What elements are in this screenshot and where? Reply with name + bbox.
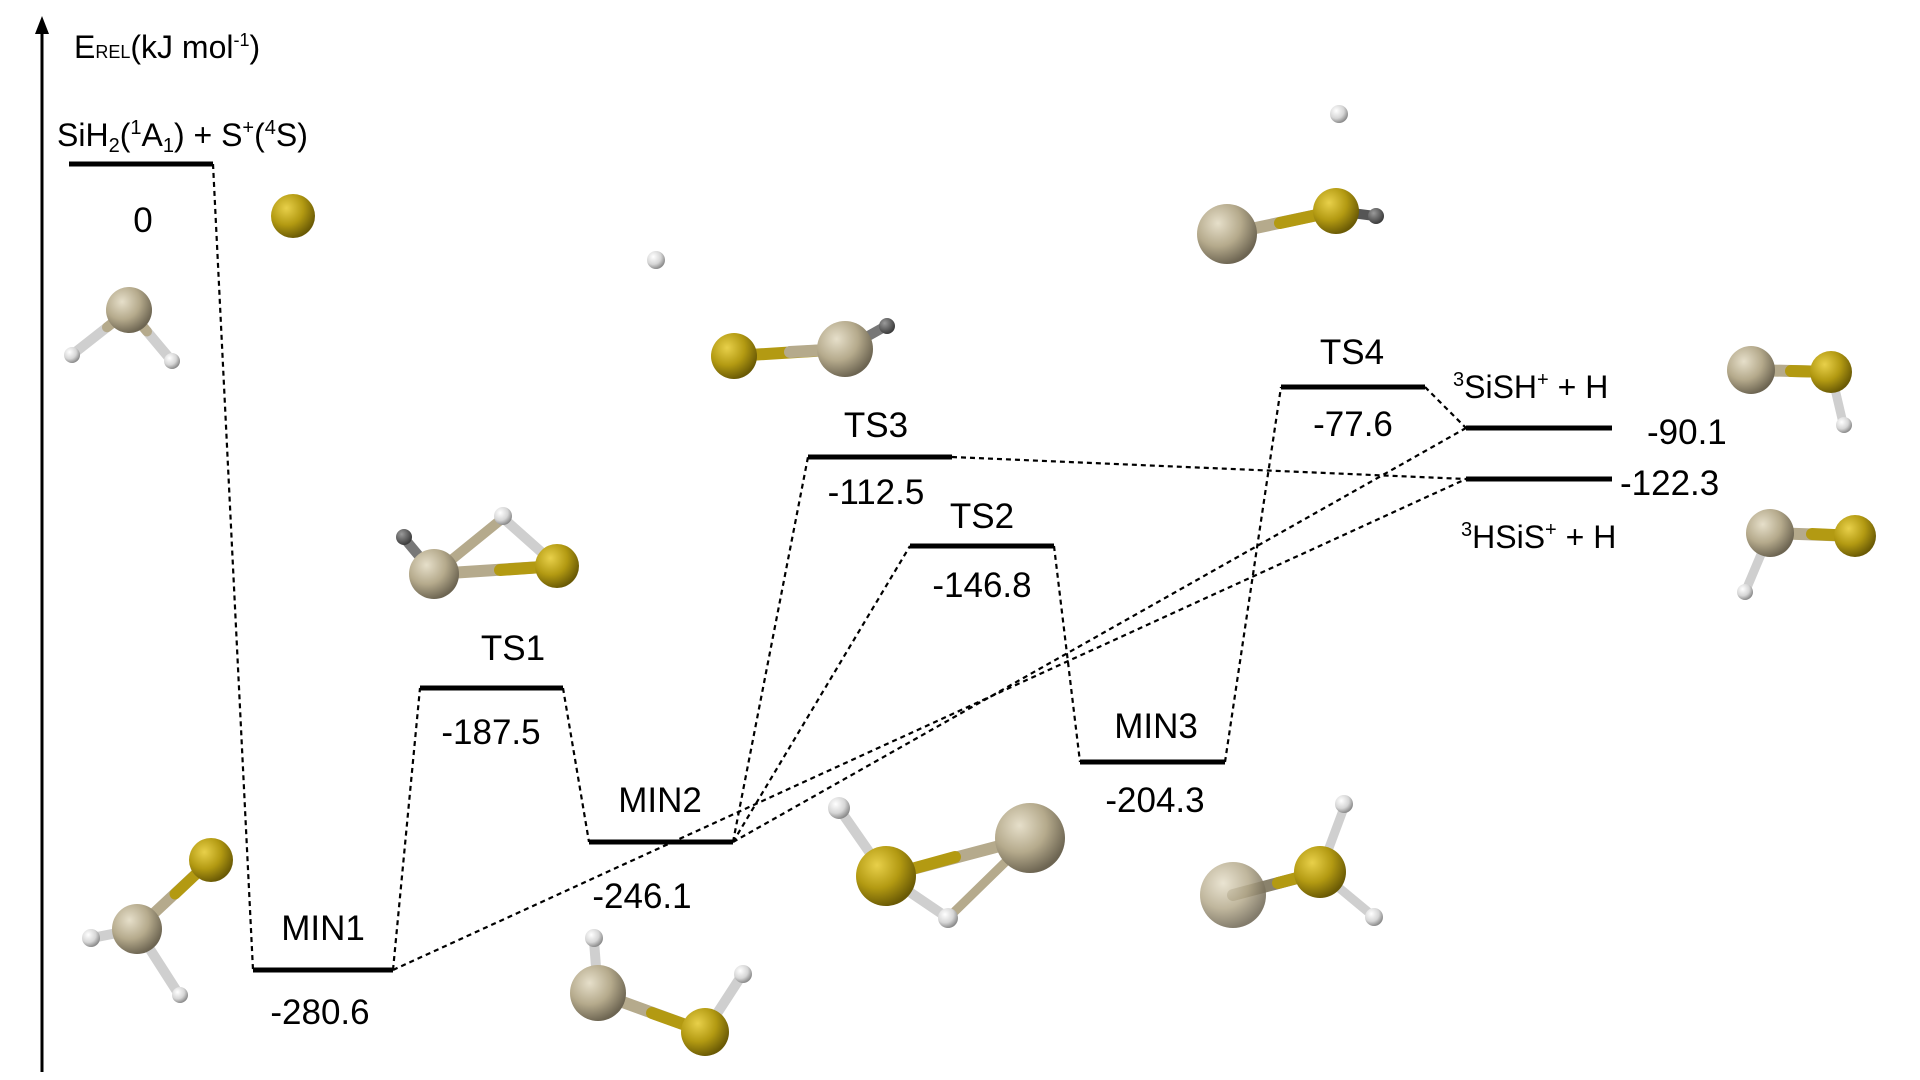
ts2-name: TS2 [950, 497, 1014, 536]
connector-min2-ts3 [731, 456, 810, 843]
ts3-energy: -112.5 [828, 473, 925, 512]
min2-bottom-model [570, 929, 752, 1056]
product-hsis-energy: -122.3 [1620, 464, 1719, 503]
connector-min1-ts1 [391, 687, 422, 971]
min2-model [647, 251, 665, 269]
min1-energy: -280.6 [270, 993, 369, 1032]
min2-name: MIN2 [618, 781, 702, 820]
connector-min3-ts4 [1223, 386, 1283, 763]
ts4-model [1197, 105, 1384, 264]
energy-axis [35, 16, 49, 1072]
ts1-model [396, 507, 579, 599]
ts3-model [711, 318, 895, 379]
reactants-energy: 0 [133, 201, 152, 240]
ts2-model [828, 797, 1065, 928]
min3-energy: -204.3 [1105, 781, 1204, 820]
connector-min2-ts2 [732, 545, 911, 843]
ts4-energy: -77.6 [1313, 405, 1393, 444]
min1-model [82, 838, 233, 1003]
reaction-path-connectors [211, 163, 1467, 972]
product-hsis-label: 3HSiS+ + H [1461, 519, 1616, 555]
reactants-label: SiH2(1A1) + S+(4S) [57, 117, 308, 157]
min1-name: MIN1 [281, 909, 365, 948]
connector-ts2-min3 [1052, 545, 1082, 763]
product-sish-model [1727, 346, 1852, 433]
reactant-sih2-model [64, 287, 180, 369]
product-sish-label: 3SiSH+ + H [1453, 369, 1608, 405]
min3-name: MIN3 [1114, 707, 1198, 746]
product-hsis-model [1737, 509, 1876, 600]
connector-ts4-sish [1424, 386, 1467, 429]
ts2-energy: -146.8 [932, 566, 1031, 605]
min3-model [1200, 795, 1383, 928]
energy-levels [69, 161, 1612, 973]
ts4-name: TS4 [1320, 333, 1384, 372]
ts1-name: TS1 [481, 629, 545, 668]
connector-min1-hsis [392, 477, 1467, 972]
reactant-s-atom-model [271, 194, 315, 238]
axis-label: EREL(kJ mol-1) [74, 29, 260, 65]
connector-ts3-hsis [951, 455, 1467, 481]
ts1-energy: -187.5 [441, 713, 540, 752]
min2-energy: -246.1 [592, 877, 691, 916]
product-sish-energy: -90.1 [1647, 413, 1727, 452]
connector-ts1-min2 [561, 687, 591, 843]
ts3-name: TS3 [844, 406, 908, 445]
